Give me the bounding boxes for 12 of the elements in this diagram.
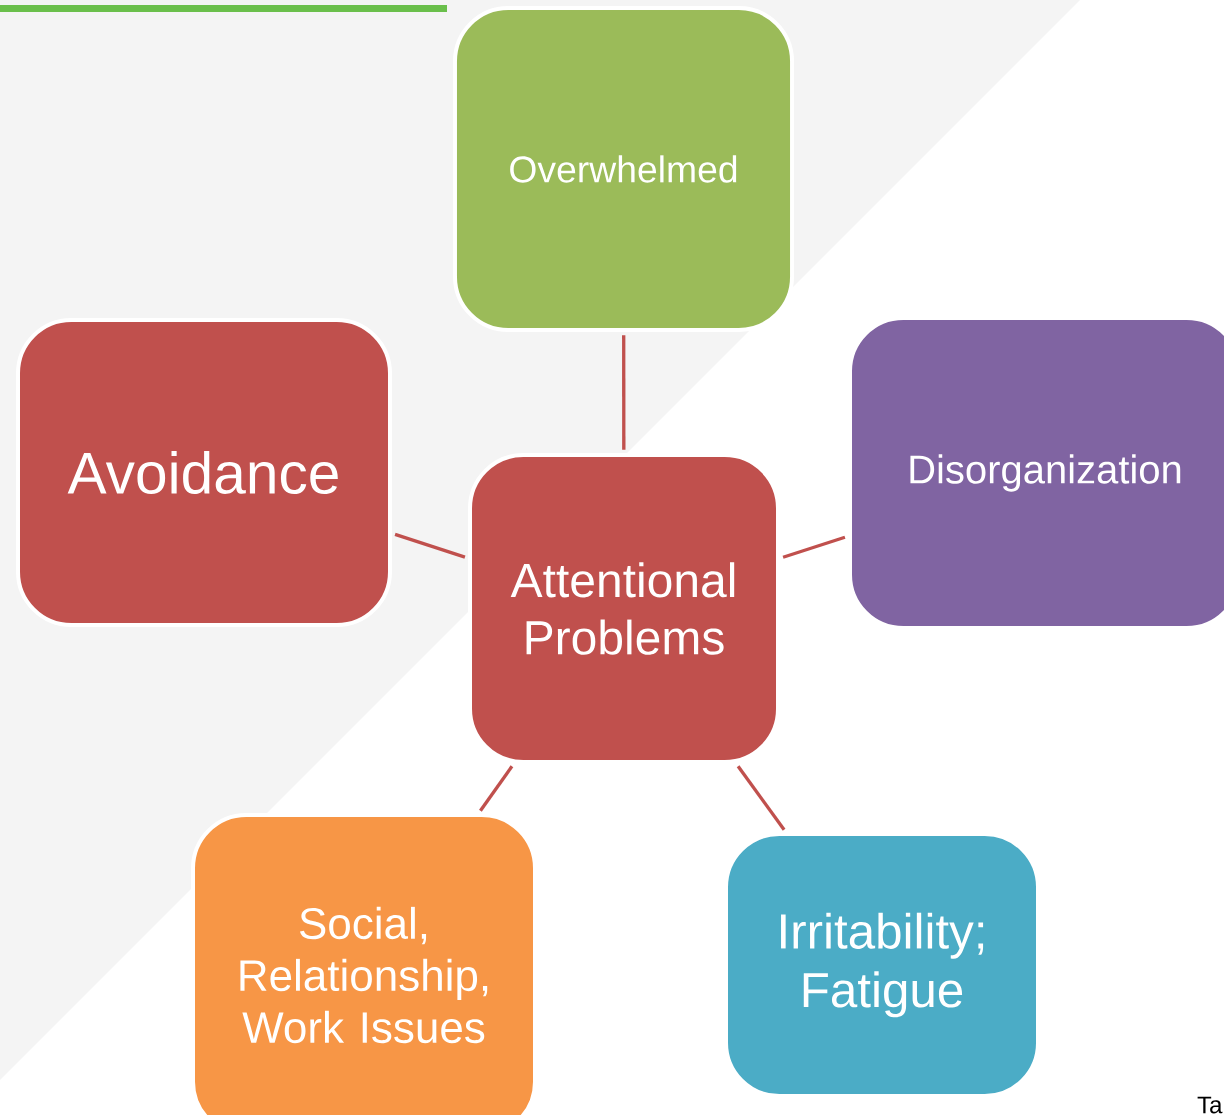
center-box: Attentional Problems: [468, 453, 780, 764]
topic-box: Social, Relationship, Work Issues: [191, 813, 537, 1115]
corner-text: Ta: [1197, 1096, 1223, 1114]
topic-box: Irritability; Fatigue: [724, 832, 1040, 1098]
topic-box: Overwhelmed: [452, 6, 795, 332]
topic-box: Avoidance: [16, 318, 392, 628]
connector-line: [394, 532, 466, 559]
topic-box: Disorganization: [848, 316, 1224, 630]
connector-line: [736, 765, 786, 831]
connector-line: [782, 535, 846, 559]
connector-line: [479, 765, 514, 812]
connector-line: [622, 335, 626, 450]
